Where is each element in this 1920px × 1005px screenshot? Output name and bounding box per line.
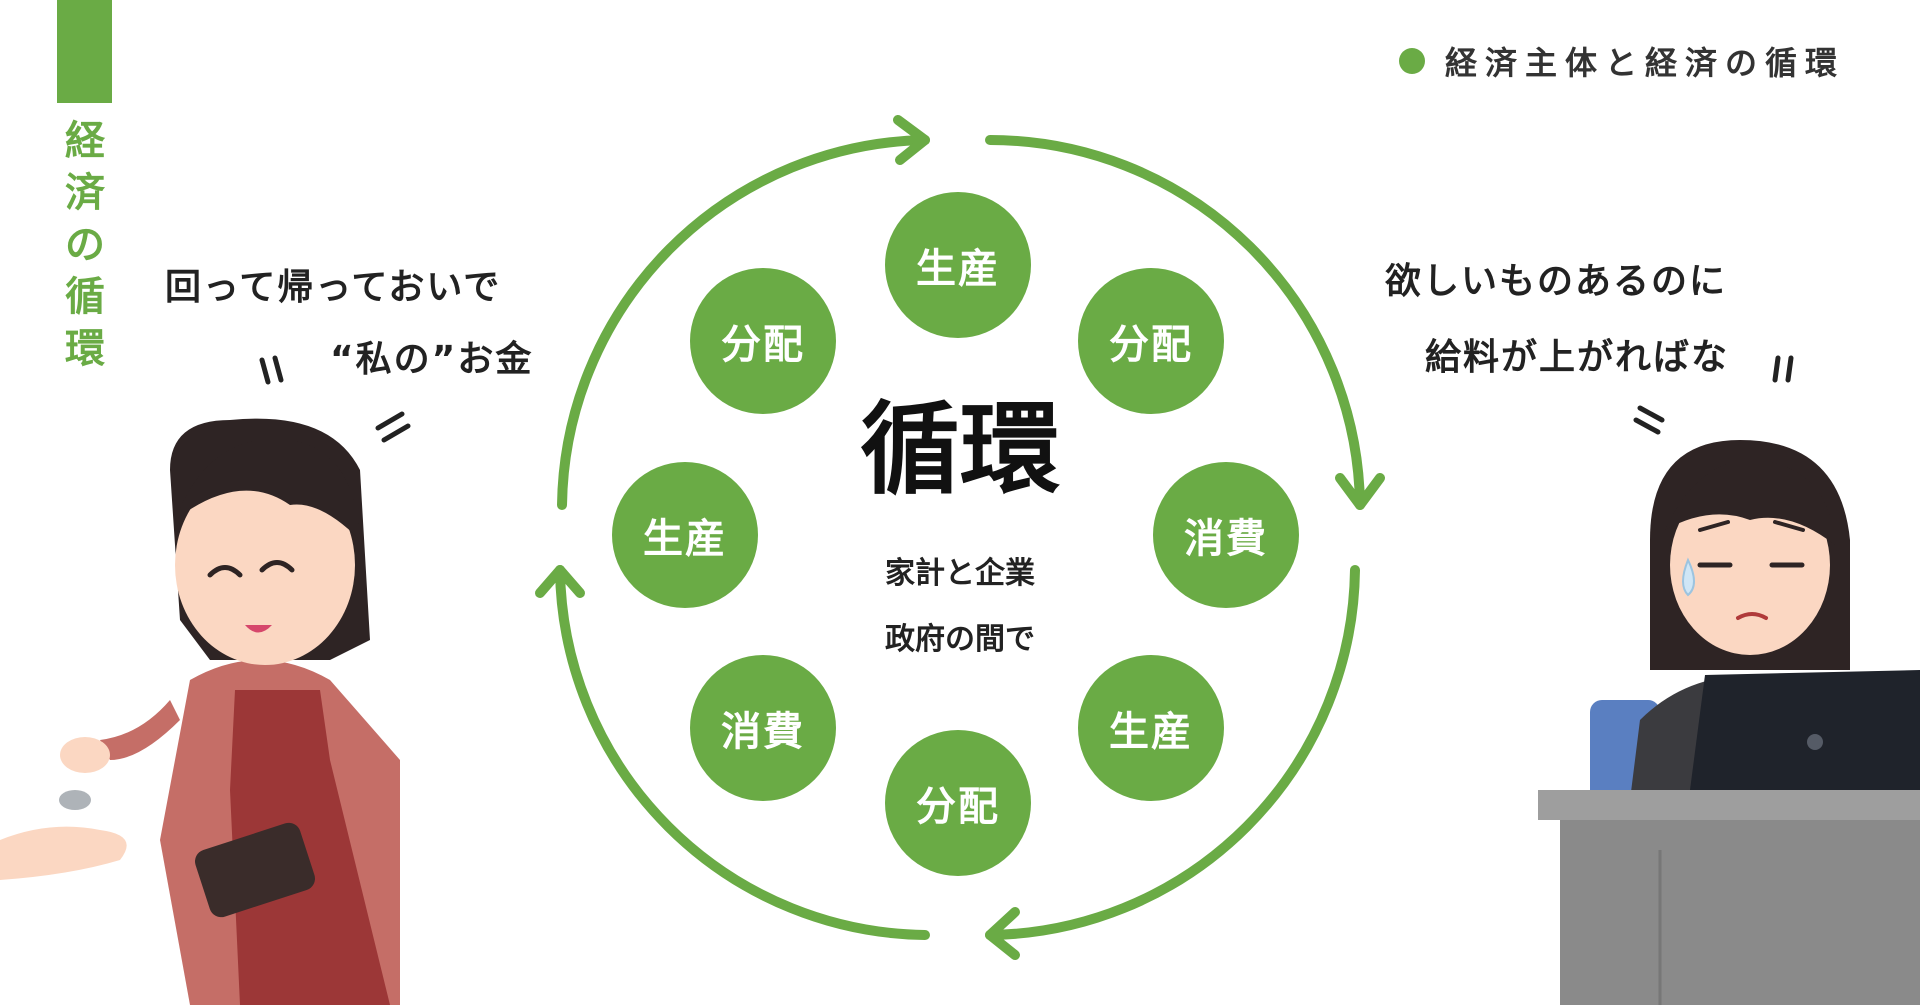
laptop-logo-icon [1807,734,1823,750]
laptop-screen-icon [1690,670,1920,790]
right-mark-1b [1785,355,1794,383]
arrow-arc-bottom-right [985,565,1360,940]
left-mark-2b [381,423,411,443]
header-text: 経済主体と経済の循環 [1444,44,1845,82]
left-woman-eye-right [259,560,295,573]
right-woman-mouth [1736,612,1768,620]
header-label: 経済主体と経済の循環 [1398,38,1845,84]
left-mark-2a [375,411,405,431]
wallet-icon [194,822,316,918]
left-woman-eye-left [207,565,243,578]
right-woman-brow-left [1698,520,1730,532]
node-consumption-bottom-left: 消費 [690,655,836,801]
arrow-arc-bottom-left [555,565,930,940]
arrowhead-bottom [985,907,1020,960]
center-subtitle-2: 政府の間で [885,622,1035,657]
right-woman-bangs [1665,459,1835,545]
node-distribution-top-right: 分配 [1078,268,1224,414]
sweat-drop-icon [1682,557,1695,597]
vertical-title: 経済の循環 [65,118,105,372]
node-distribution-top-left: 分配 [690,268,836,414]
left-woman-hand [60,737,110,773]
coin-icon [59,790,91,810]
center-title: 循環 [860,391,1060,508]
node-consumption-right: 消費 [1153,462,1299,608]
left-woman-arm [100,700,180,760]
node-production-bottom-right: 生産 [1078,655,1224,801]
arrow-arc-top-left [557,135,930,510]
left-speech-line-2: “私の”お金 [330,339,534,380]
right-woman-brow-right [1773,520,1805,532]
bullet-dot-icon [1398,48,1425,74]
arrow-arc-top-right [985,135,1365,510]
node-distribution-bottom: 分配 [885,730,1031,876]
arrowhead-right [1335,473,1385,510]
left-woman-bangs [175,439,360,540]
left-mark-1a [259,357,271,385]
right-mark-2b [1633,417,1661,435]
office-desk-front [1560,820,1920,1005]
right-speech-line-1: 欲しいものあるのに [1385,261,1728,302]
node-production-left: 生産 [612,462,758,608]
arrowhead-left [535,565,585,598]
arrowhead-top [893,115,930,165]
right-speech-line-2: 給料が上がればな [1425,337,1730,378]
customer-hands [0,826,127,880]
left-mark-1b [272,355,284,383]
office-desk [1538,790,1920,820]
accent-bar [57,0,112,103]
left-woman-mouth [245,625,272,633]
node-production-top: 生産 [885,192,1031,338]
left-woman-apron [230,690,390,1005]
left-speech-line-1: 回って帰っておいで [165,267,502,308]
right-mark-2a [1637,405,1665,423]
right-mark-1a [1772,355,1781,383]
center-subtitle-1: 家計と企業 [885,556,1035,591]
